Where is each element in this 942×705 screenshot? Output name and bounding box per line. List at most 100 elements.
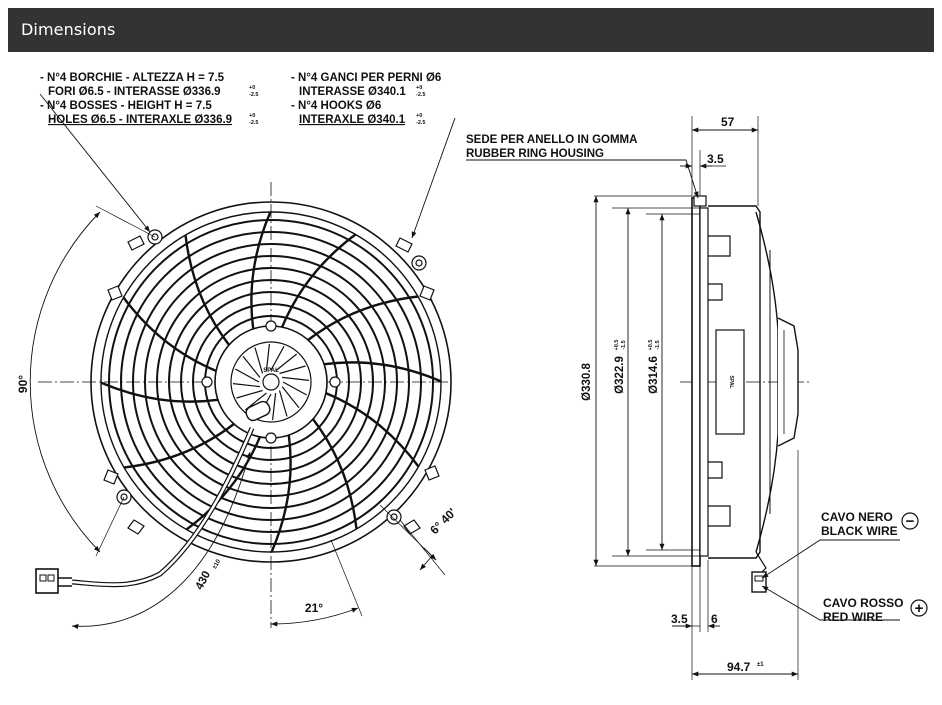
section-header: Dimensions	[8, 8, 934, 52]
dim-94-7-label: 94.7	[727, 660, 751, 674]
hooks-note-it-1: - N°4 GANCI PER PERNI Ø6	[291, 72, 441, 84]
rubber-ring-housing	[693, 195, 707, 207]
hub-rib	[270, 346, 285, 371]
dim-314-6-tol-bot: -1.5	[655, 340, 661, 349]
front-view-labels: - N°4 BORCHIE - ALTEZZA H = 7.5 FORI Ø6.…	[16, 72, 459, 615]
mount-screw	[265, 432, 277, 444]
ring-leader	[466, 159, 699, 199]
hub-rib	[235, 368, 260, 383]
dim-6-label: 6	[711, 612, 718, 626]
grille-spoke	[280, 233, 357, 328]
bosses-tol-bot-en: -2.5	[249, 120, 258, 126]
clip	[708, 461, 723, 479]
motor-brand-label: SPAL	[263, 368, 279, 374]
angle-21-arc	[270, 607, 359, 627]
red-wire-label-it: CAVO ROSSO	[823, 596, 903, 610]
motor-body	[715, 329, 745, 435]
cable-sheath	[71, 427, 255, 588]
hooks-note-en-2: INTERAXLE Ø340.1	[299, 114, 406, 126]
mount-screw	[265, 320, 277, 332]
hooks-tol-top-en: +0	[416, 113, 422, 119]
clip	[708, 235, 731, 257]
grille-ring	[168, 279, 374, 485]
grille-ring	[108, 219, 434, 545]
hooks-note-it-2: INTERASSE Ø340.1	[299, 86, 406, 98]
red-wire-label-en: RED WIRE	[823, 610, 883, 624]
dim-314-6-label: Ø314.6	[648, 356, 660, 394]
clip	[708, 505, 731, 527]
grille-ring	[192, 303, 350, 461]
motor-cap	[777, 317, 799, 447]
cable-sheath-core	[71, 427, 254, 587]
ring-note-it: SEDE PER ANELLO IN GOMMA	[466, 134, 637, 146]
black-wire-label-it: CAVO NERO	[821, 510, 893, 524]
bosses-leader	[39, 93, 151, 233]
hub-rib	[265, 343, 270, 371]
plus-symbol-circle	[910, 599, 928, 617]
angle-90-label: 90°	[16, 375, 30, 393]
connector-pin	[47, 574, 55, 582]
mount-screw	[329, 376, 341, 388]
black-wire-label-en: BLACK WIRE	[821, 524, 898, 538]
hub-rib	[279, 365, 306, 375]
grille-spoke	[307, 295, 419, 341]
grille-ring	[120, 231, 422, 533]
dim-322-9-tol-top: +0.5	[614, 340, 620, 351]
mount-screw	[201, 376, 213, 388]
dim-57-label: 57	[721, 115, 735, 129]
dim-330-8-label: Ø330.8	[581, 363, 593, 401]
cable-length-label: 430	[194, 569, 214, 592]
grille-ring	[156, 267, 386, 497]
cable-connector	[35, 568, 59, 594]
motor-body-label: SPAL	[728, 376, 734, 389]
ring-note-en: RUBBER RING HOUSING	[466, 148, 604, 160]
motor-hub-outer	[214, 325, 328, 439]
hooks-tol-bot-en: -2.5	[416, 120, 425, 126]
hub-rib	[272, 393, 277, 421]
bosses-tol-top-en: +0	[249, 113, 255, 119]
wire-terminal	[751, 571, 767, 593]
minus-icon: −	[906, 513, 915, 530]
grille-rings	[108, 219, 434, 545]
shroud-profile	[708, 205, 761, 559]
grille-spoke	[123, 423, 235, 469]
hooks-tol-bot-it: -2.5	[416, 92, 425, 98]
hub-rib	[282, 376, 310, 381]
hub-rib	[275, 353, 298, 372]
grille-spoke	[122, 296, 217, 373]
connector-pin	[39, 574, 47, 582]
bosses-note-en-2: HOLES Ø6.5 - INTERAXLE Ø336.9	[48, 114, 232, 126]
front-view: SPAL	[29, 93, 456, 629]
hooks-note-en-1: - N°4 HOOKS Ø6	[291, 100, 381, 112]
angle-21-label: 21°	[305, 601, 323, 615]
dim-322-9-tol-bot: -1.5	[621, 340, 627, 349]
grille-spoke	[312, 418, 358, 530]
section-title: Dimensions	[21, 20, 116, 39]
motor-shaft	[262, 373, 280, 391]
motor-hub-inner	[230, 341, 312, 423]
angle-90-arc	[29, 211, 101, 553]
grille-ring	[132, 243, 410, 521]
hooks-tol-top-it: +0	[416, 85, 422, 91]
grille-ring	[180, 291, 362, 473]
hub-rib	[254, 347, 264, 374]
dim-322-9-label: Ø322.9	[614, 356, 626, 394]
grille-ring	[144, 255, 398, 509]
grille-spoke	[184, 234, 230, 346]
cable-length-tol: ±10	[212, 558, 222, 570]
grille-spoke	[270, 434, 292, 553]
frame-shroud	[699, 207, 709, 557]
clip	[708, 283, 723, 301]
bosses-note-it-2: FORI Ø6.5 - INTERASSE Ø336.9	[48, 86, 221, 98]
angle-6-40-label: 6° 40'	[427, 505, 459, 537]
hub-rib	[281, 386, 300, 409]
hub-rib	[232, 383, 260, 388]
hub-rib	[242, 355, 261, 378]
black-wire-leader	[761, 539, 900, 579]
inner-frame-ring	[100, 211, 442, 553]
dim-3-5-bottom-label: 3.5	[671, 612, 688, 626]
hooks-leader	[411, 117, 456, 239]
cable-gland	[245, 400, 271, 422]
minus-symbol-circle	[901, 512, 919, 530]
